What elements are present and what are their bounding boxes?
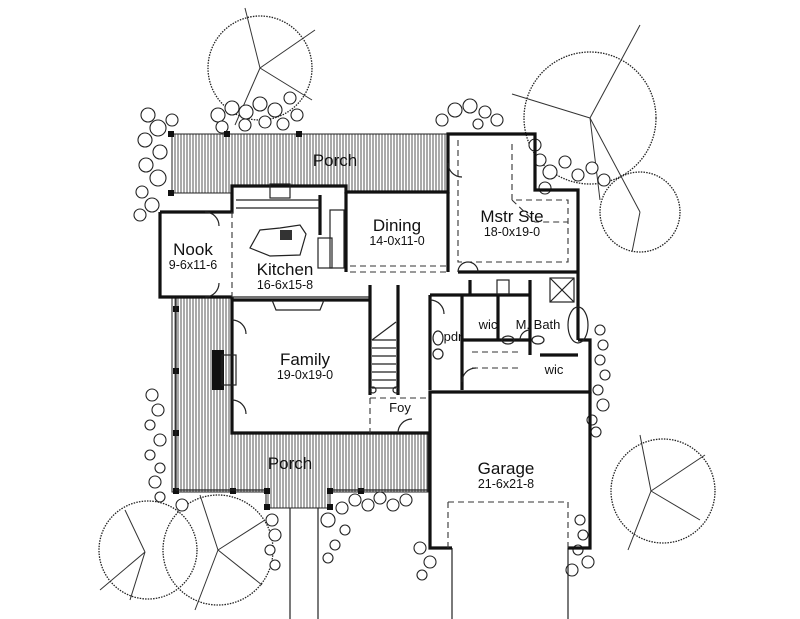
fireplace: [212, 350, 237, 390]
room-name: Porch: [267, 454, 313, 473]
room-label-dining: Dining 14-0x11-0: [369, 217, 424, 248]
tree-icon: [162, 494, 274, 611]
room-name: Foy: [389, 400, 411, 415]
room-label-front-porch: Porch: [268, 455, 312, 472]
room-dimensions: 21-6x21-8: [477, 477, 535, 491]
room-label-family: Family 19-0x19-0: [277, 351, 333, 382]
shrub-cluster: [175, 498, 282, 571]
shrub-cluster: [320, 491, 413, 564]
room-label-rear-porch: Porch: [313, 152, 357, 169]
room-label-foyer: Foy: [389, 401, 411, 414]
room-name: pdr: [443, 329, 463, 344]
tree-icon: [610, 434, 716, 551]
room-label-nook: Nook 9-6x11-6: [169, 241, 217, 272]
room-label-garage: Garage 21-6x21-8: [478, 460, 535, 491]
interior-walls: [230, 192, 578, 395]
room-name: Porch: [312, 151, 358, 170]
room-label-master-bath: M. Bath: [516, 318, 561, 331]
shrub-cluster: [435, 98, 504, 130]
room-name: Kitchen: [256, 260, 314, 279]
bath-fixtures: [432, 277, 589, 360]
room-name: Family: [279, 350, 331, 369]
room-label-wic-2: wic: [545, 363, 564, 376]
tree-icon: [511, 24, 657, 201]
room-dimensions: 9-6x11-6: [168, 258, 218, 272]
rear-porch: [171, 133, 449, 194]
doors: [204, 162, 531, 434]
room-name: Mstr Ste: [480, 207, 544, 226]
room-name: Garage: [477, 459, 535, 478]
room-label-kitchen: Kitchen 16-6x15-8: [257, 261, 314, 292]
dashed-lines: [231, 140, 569, 548]
room-label-wic-1: wic: [479, 318, 498, 331]
room-label-master-suite: Mstr Ste 18-0x19-0: [480, 208, 543, 239]
porch-rails: [175, 298, 428, 491]
tree-icon: [589, 117, 681, 253]
driveway: [289, 508, 569, 619]
tree-icon: [98, 500, 198, 601]
shrub-cluster: [144, 388, 167, 503]
staircase: [369, 321, 400, 394]
bay-window: [271, 299, 325, 311]
shrub-cluster: [210, 91, 304, 134]
room-name: wic: [478, 317, 498, 332]
room-dimensions: 18-0x19-0: [483, 225, 541, 239]
room-dimensions: 16-6x15-8: [256, 278, 314, 292]
room-dimensions: 14-0x11-0: [369, 234, 425, 248]
shrub-cluster: [586, 324, 611, 438]
room-name: Nook: [173, 240, 213, 259]
shrub-cluster: [133, 107, 179, 222]
room-name: Dining: [372, 216, 422, 235]
shrub-cluster: [413, 514, 595, 581]
kitchen-counters: [236, 183, 345, 269]
room-label-powder: pdr: [444, 330, 463, 343]
kitchen-island: [249, 224, 307, 257]
room-dimensions: 19-0x19-0: [276, 368, 334, 382]
room-name: M. Bath: [515, 317, 561, 332]
room-name: wic: [544, 362, 564, 377]
